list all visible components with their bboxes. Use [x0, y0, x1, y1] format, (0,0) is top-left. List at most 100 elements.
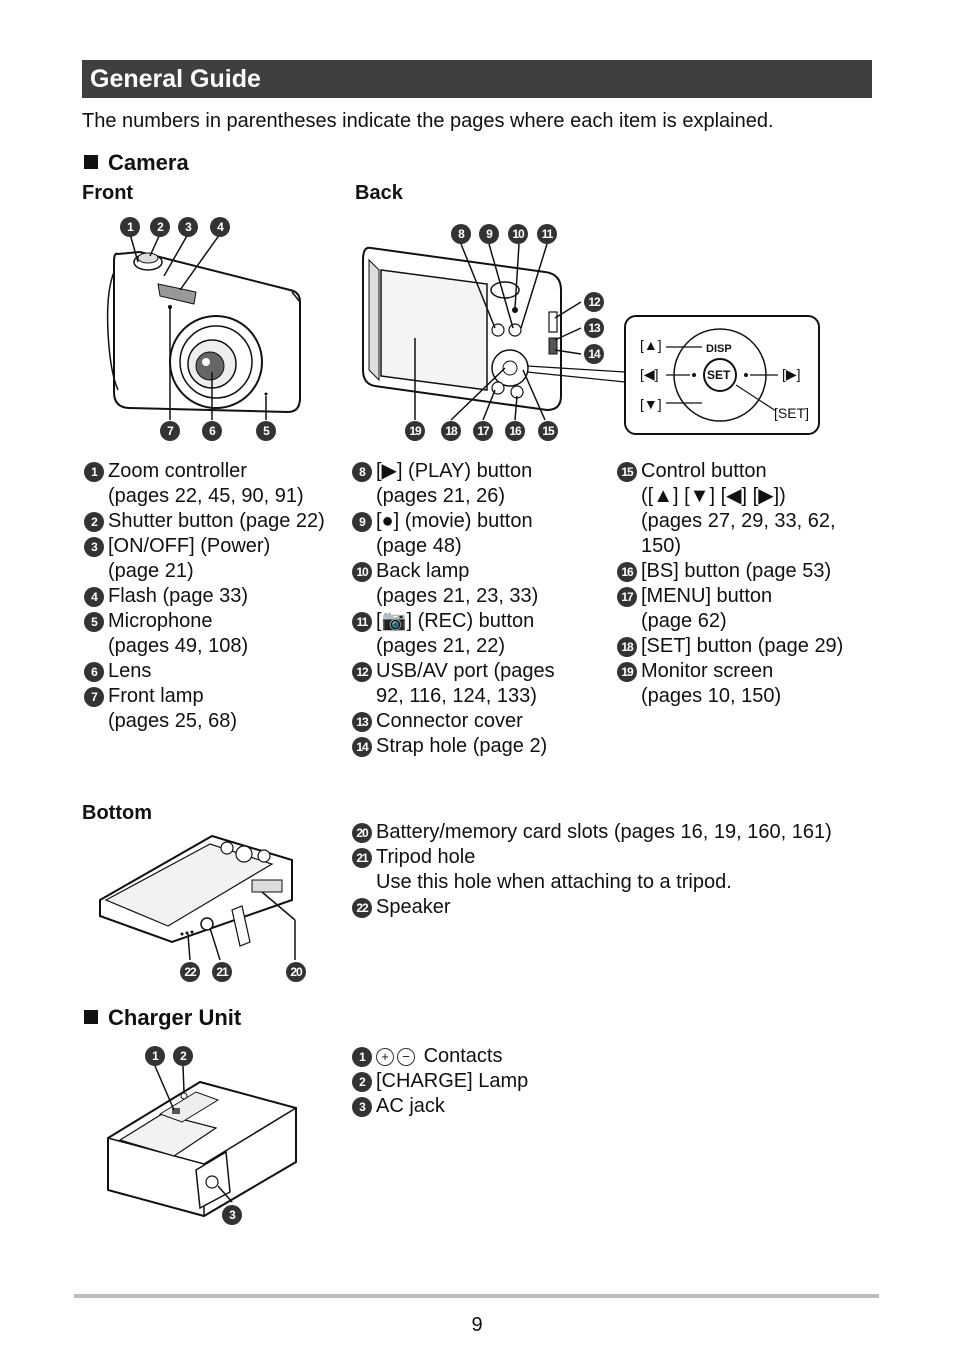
item-text: [▶] (PLAY) button (pages 21, 26): [376, 460, 533, 507]
callout-6: 6: [202, 421, 222, 441]
item-text: AC jack: [376, 1095, 445, 1117]
item-number: 3: [352, 1097, 372, 1117]
charger-illustration: [107, 1065, 297, 1218]
list-item: 11[📷] (REC) button (pages 21, 22): [352, 609, 612, 659]
up-label: [▲]: [640, 337, 662, 353]
right-label: [▶]: [782, 366, 801, 382]
callout-16: 16: [505, 421, 525, 441]
camera-bottom-illustration: [99, 834, 296, 961]
item-number: 9: [352, 512, 372, 532]
list-item: 17[MENU] button (page 62): [617, 584, 877, 634]
item-number: 22: [352, 898, 372, 918]
set-button-label: SET: [707, 368, 731, 382]
item-number: 19: [617, 662, 637, 682]
item-text: Battery/memory card slots (pages 16, 19,…: [376, 821, 832, 843]
camera-heading: Camera: [84, 150, 189, 176]
item-number: 20: [352, 823, 372, 843]
list-item: 1+− Contacts: [352, 1044, 752, 1069]
callout-11: 11: [537, 224, 557, 244]
item-number: 13: [352, 712, 372, 732]
footer-divider: [74, 1294, 879, 1298]
item-text: [ON/OFF] (Power) (page 21): [108, 535, 271, 582]
bottom-label: Bottom: [82, 802, 152, 824]
item-text: Control button ([▲] [▼] [◀] [▶]) (pages …: [641, 460, 836, 557]
list-item: 9[●] (movie) button (page 48): [352, 509, 612, 559]
charger-heading: Charger Unit: [84, 1005, 241, 1031]
page-number: 9: [471, 1314, 483, 1336]
camera-back-illustration: [362, 243, 626, 421]
item-number: 18: [617, 637, 637, 657]
item-text: Strap hole (page 2): [376, 735, 548, 757]
item-number: 2: [352, 1072, 372, 1092]
set-label: [SET]: [774, 405, 810, 421]
back-label: Back: [355, 182, 403, 204]
item-number: 10: [352, 562, 372, 582]
callout-4: 4: [210, 217, 230, 237]
item-number: 4: [84, 587, 104, 607]
charger-callout-2: 2: [173, 1046, 193, 1066]
item-number: 15: [617, 462, 637, 482]
intro-text: The numbers in parentheses indicate the …: [82, 110, 774, 132]
item-text: Front lamp (pages 25, 68): [108, 685, 237, 732]
item-text: Speaker: [376, 896, 451, 918]
item-number: 17: [617, 587, 637, 607]
camera-front-illustration: [106, 233, 301, 420]
item-text: Microphone (pages 49, 108): [108, 610, 249, 657]
callout-22: 22: [180, 962, 200, 982]
callout-8: 8: [451, 224, 471, 244]
item-text: Shutter button (page 22): [108, 510, 325, 532]
callout-13: 13: [584, 318, 604, 338]
item-number: 5: [84, 612, 104, 632]
item-number: 21: [352, 848, 372, 868]
item-text: Zoom controller (pages 22, 45, 90, 91): [108, 460, 304, 507]
callout-20: 20: [286, 962, 306, 982]
left-label: [◀]: [640, 366, 659, 382]
callout-7: 7: [160, 421, 180, 441]
item-text: [MENU] button (page 62): [641, 585, 773, 632]
list-item: 16[BS] button (page 53): [617, 559, 877, 584]
item-text: +− Contacts: [376, 1044, 503, 1069]
item-text: Connector cover: [376, 710, 523, 732]
callout-12: 12: [584, 292, 604, 312]
callout-14: 14: [584, 344, 604, 364]
page-title: General Guide: [90, 65, 261, 93]
callout-17: 17: [473, 421, 493, 441]
item-text: USB/AV port (pages 92, 116, 124, 133): [376, 660, 555, 707]
callout-18: 18: [441, 421, 461, 441]
item-text: Monitor screen (pages 10, 150): [641, 660, 782, 707]
item-number: 14: [352, 737, 372, 757]
charger-callout-1: 1: [145, 1046, 165, 1066]
control-button-detail: [624, 315, 820, 435]
list-item: 3[ON/OFF] (Power) (page 21): [84, 534, 344, 584]
front-label: Front: [82, 182, 134, 204]
camera-heading-text: Camera: [108, 150, 189, 175]
minus-contact-icon: −: [397, 1048, 415, 1066]
item-text: [●] (movie) button (page 48): [376, 510, 533, 557]
item-number: 1: [84, 462, 104, 482]
charger-callout-3: 3: [222, 1205, 242, 1225]
list-item: 2[CHARGE] Lamp: [352, 1069, 752, 1094]
square-bullet-icon: [84, 155, 98, 169]
callout-19: 19: [405, 421, 425, 441]
item-number: 1: [352, 1047, 372, 1067]
section-title-bar: General Guide: [82, 60, 872, 98]
charger-heading-text: Charger Unit: [108, 1005, 242, 1030]
list-item: 8[▶] (PLAY) button (pages 21, 26): [352, 459, 612, 509]
item-text: Lens: [108, 660, 152, 682]
